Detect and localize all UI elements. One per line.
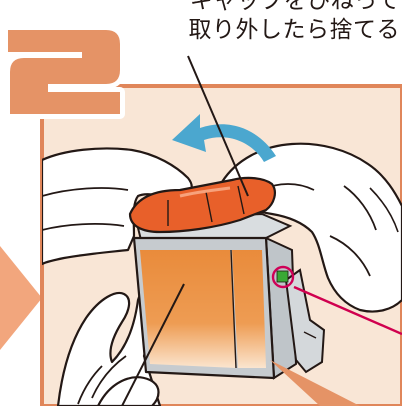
ink-tank-label xyxy=(140,250,236,368)
triangle-right-icon xyxy=(0,246,42,350)
step-number-badge: 2 xyxy=(8,30,120,114)
ink-chip xyxy=(277,271,288,282)
caption-line-1: キャップをひねって xyxy=(190,0,400,13)
caption-line-2: 取り外したら捨てる xyxy=(189,18,401,42)
ink-tank-label-right xyxy=(232,250,266,368)
